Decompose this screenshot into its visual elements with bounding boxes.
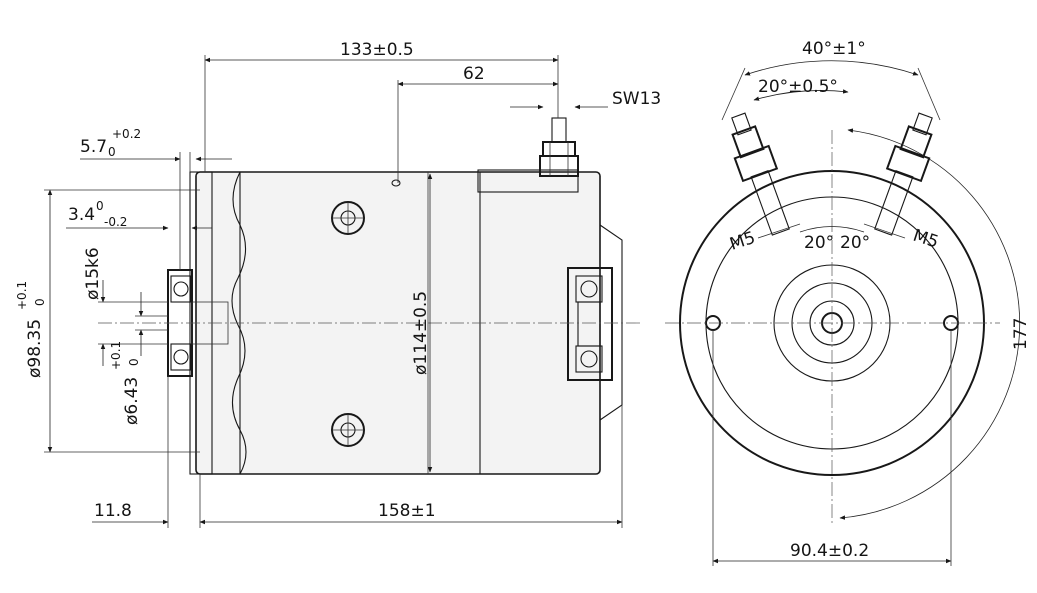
svg-text:3.4: 3.4 bbox=[68, 205, 95, 225]
svg-text:ø114±0.5: ø114±0.5 bbox=[411, 291, 431, 375]
terminal-stud-left bbox=[731, 112, 790, 236]
dim-bore-diameter: ø6.43 +0.1 0 bbox=[109, 292, 168, 425]
svg-text:ø15k6: ø15k6 bbox=[83, 247, 103, 300]
dim-pilot-diameter: ø98.35 +0.1 0 bbox=[15, 189, 200, 453]
thread-label-right: M5 bbox=[910, 226, 940, 253]
dim-hole-spacing: 90.4±0.2 bbox=[790, 541, 869, 561]
dim-body-length: 158±1 bbox=[199, 405, 623, 528]
svg-text:158±1: 158±1 bbox=[378, 501, 436, 521]
side-view: 133±0.5 62 SW13 5.7 +0.2 0 3.4 0 -0.2 bbox=[15, 40, 661, 528]
housing-screw-bottom bbox=[331, 413, 365, 447]
dim-angle-left: 20° bbox=[804, 233, 834, 253]
svg-text:5.7: 5.7 bbox=[80, 137, 107, 157]
dim-body-diameter: ø114±0.5 bbox=[411, 173, 433, 473]
dim-wrench-size: SW13 bbox=[612, 89, 661, 109]
terminal-stud bbox=[539, 117, 579, 177]
thread-label-left: M5 bbox=[727, 228, 757, 255]
dim-flange-offset: 11.8 bbox=[92, 376, 201, 528]
dim-overall-length: 133±0.5 bbox=[340, 40, 414, 60]
svg-text:-0.2: -0.2 bbox=[104, 215, 127, 229]
svg-text:11.8: 11.8 bbox=[94, 501, 132, 521]
svg-text:+0.2: +0.2 bbox=[112, 127, 141, 141]
dim-angle-inner: 20°±0.5° bbox=[758, 77, 838, 97]
svg-text:0: 0 bbox=[96, 199, 104, 213]
vent-hole bbox=[391, 179, 401, 187]
svg-text:ø6.43: ø6.43 bbox=[122, 377, 142, 425]
rear-bearing bbox=[567, 267, 613, 381]
motor-housing bbox=[167, 169, 623, 475]
end-view: 40°±1° 20°±0.5° M5 M5 20° 20° 177 90.4±0… bbox=[665, 39, 1031, 566]
svg-text:ø98.35: ø98.35 bbox=[25, 319, 45, 378]
svg-text:+0.1: +0.1 bbox=[15, 281, 29, 310]
housing-screw-top bbox=[331, 201, 365, 235]
dim-angle-right: 20° bbox=[840, 233, 870, 253]
dim-radius: 177 bbox=[1011, 318, 1031, 350]
dim-bearing-width: 3.4 0 -0.2 bbox=[66, 199, 212, 231]
svg-text:0: 0 bbox=[108, 145, 116, 159]
svg-text:0: 0 bbox=[127, 358, 141, 366]
svg-text:0: 0 bbox=[33, 298, 47, 306]
dim-shaft-diameter: ø15k6 bbox=[83, 247, 168, 366]
dim-angle-outer: 40°±1° bbox=[802, 39, 866, 59]
svg-text:+0.1: +0.1 bbox=[109, 341, 123, 370]
front-bearing bbox=[170, 275, 229, 371]
terminal-stud-right bbox=[874, 112, 933, 236]
dim-step: 5.7 +0.2 0 bbox=[80, 127, 232, 270]
dim-terminal-offset: 62 bbox=[463, 64, 485, 84]
